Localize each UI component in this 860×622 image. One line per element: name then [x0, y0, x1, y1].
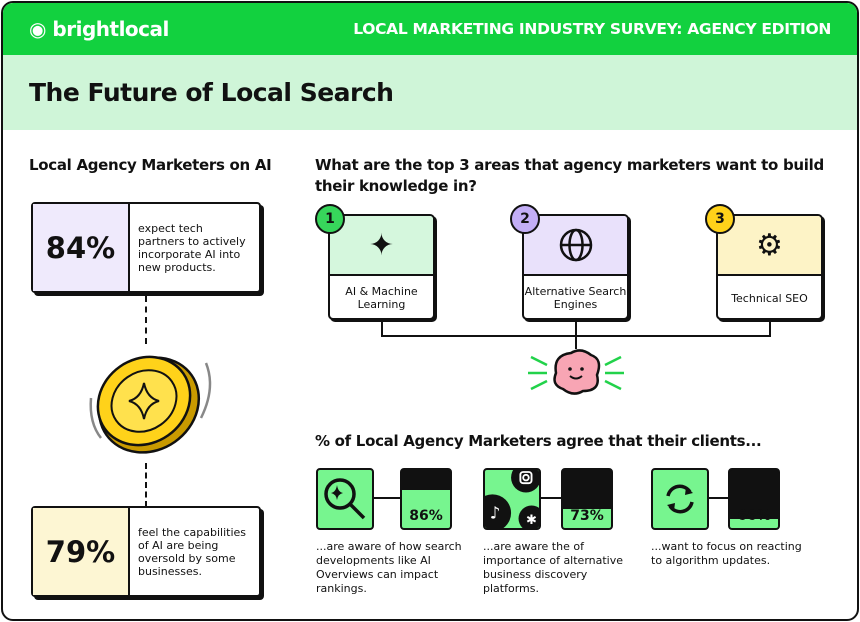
gold-coin-sparkle-icon: [89, 355, 212, 454]
rank-badge: 2: [510, 204, 540, 234]
rank-badge: 1: [315, 204, 345, 234]
dashed-connector: [145, 296, 147, 344]
area-card-ai: ✦ AI & Machine Learning: [328, 214, 435, 320]
area-label: Technical SEO: [731, 291, 808, 305]
client-stat-text: ...are aware of how search developments …: [316, 540, 462, 595]
page-title: The Future of Local Search: [29, 78, 394, 107]
social-platforms-icon: ♪✱: [483, 468, 541, 530]
stat-value: 84%: [33, 204, 130, 291]
area-label: Alternative Search Engines: [524, 285, 627, 311]
client-stat-text: ...want to focus on reacting to algorith…: [651, 540, 802, 567]
brightlocal-logo: ◉ brightlocal: [29, 17, 169, 41]
client-stat-text: ...are aware the of importance of altern…: [483, 540, 624, 595]
tree-connector: [381, 335, 771, 337]
stat-text: expect tech partners to actively incorpo…: [138, 221, 246, 274]
area-card-technical-seo: ⚙ Technical SEO: [716, 214, 823, 320]
clients-heading: % of Local Agency Marketers agree that t…: [315, 432, 762, 450]
sparkles-icon: ✦: [330, 216, 433, 276]
gear-icon: ⚙: [718, 216, 821, 276]
rank-badge: 3: [705, 204, 735, 234]
header-bar: [3, 3, 857, 55]
title-band: [3, 55, 857, 130]
dashed-connector: [145, 463, 147, 507]
stat-card-84: 84% expect tech partners to actively inc…: [31, 202, 261, 293]
area-card-search-engines: Alternative Search Engines: [522, 214, 629, 320]
area-label: AI & Machine Learning: [345, 285, 418, 311]
brain-icon: [528, 349, 624, 395]
stat-value: 79%: [33, 508, 130, 595]
stat-text: feel the capabilities of AI are being ov…: [138, 525, 247, 578]
survey-title: LOCAL MARKETING INDUSTRY SURVEY: AGENCY …: [353, 20, 831, 38]
stat-card-79: 79% feel the capabilities of AI are bein…: [31, 506, 261, 597]
search-sparkle-icon: [316, 468, 374, 530]
bar-fill: 73%: [563, 508, 611, 528]
refresh-icon: [651, 468, 709, 530]
left-heading: Local Agency Marketers on AI: [29, 156, 272, 174]
percent-bar: 66%: [728, 468, 780, 530]
pin-icon: ◉: [29, 17, 46, 41]
areas-heading: What are the top 3 areas that agency mar…: [315, 156, 824, 195]
percent-bar: 73%: [561, 468, 613, 530]
svg-text:✱: ✱: [526, 513, 537, 528]
svg-text:♪: ♪: [490, 503, 501, 523]
globe-icon: [524, 216, 627, 276]
bar-fill: 86%: [402, 490, 450, 528]
percent-bar: 86%: [400, 468, 452, 530]
bar-fill: 66%: [730, 508, 778, 528]
